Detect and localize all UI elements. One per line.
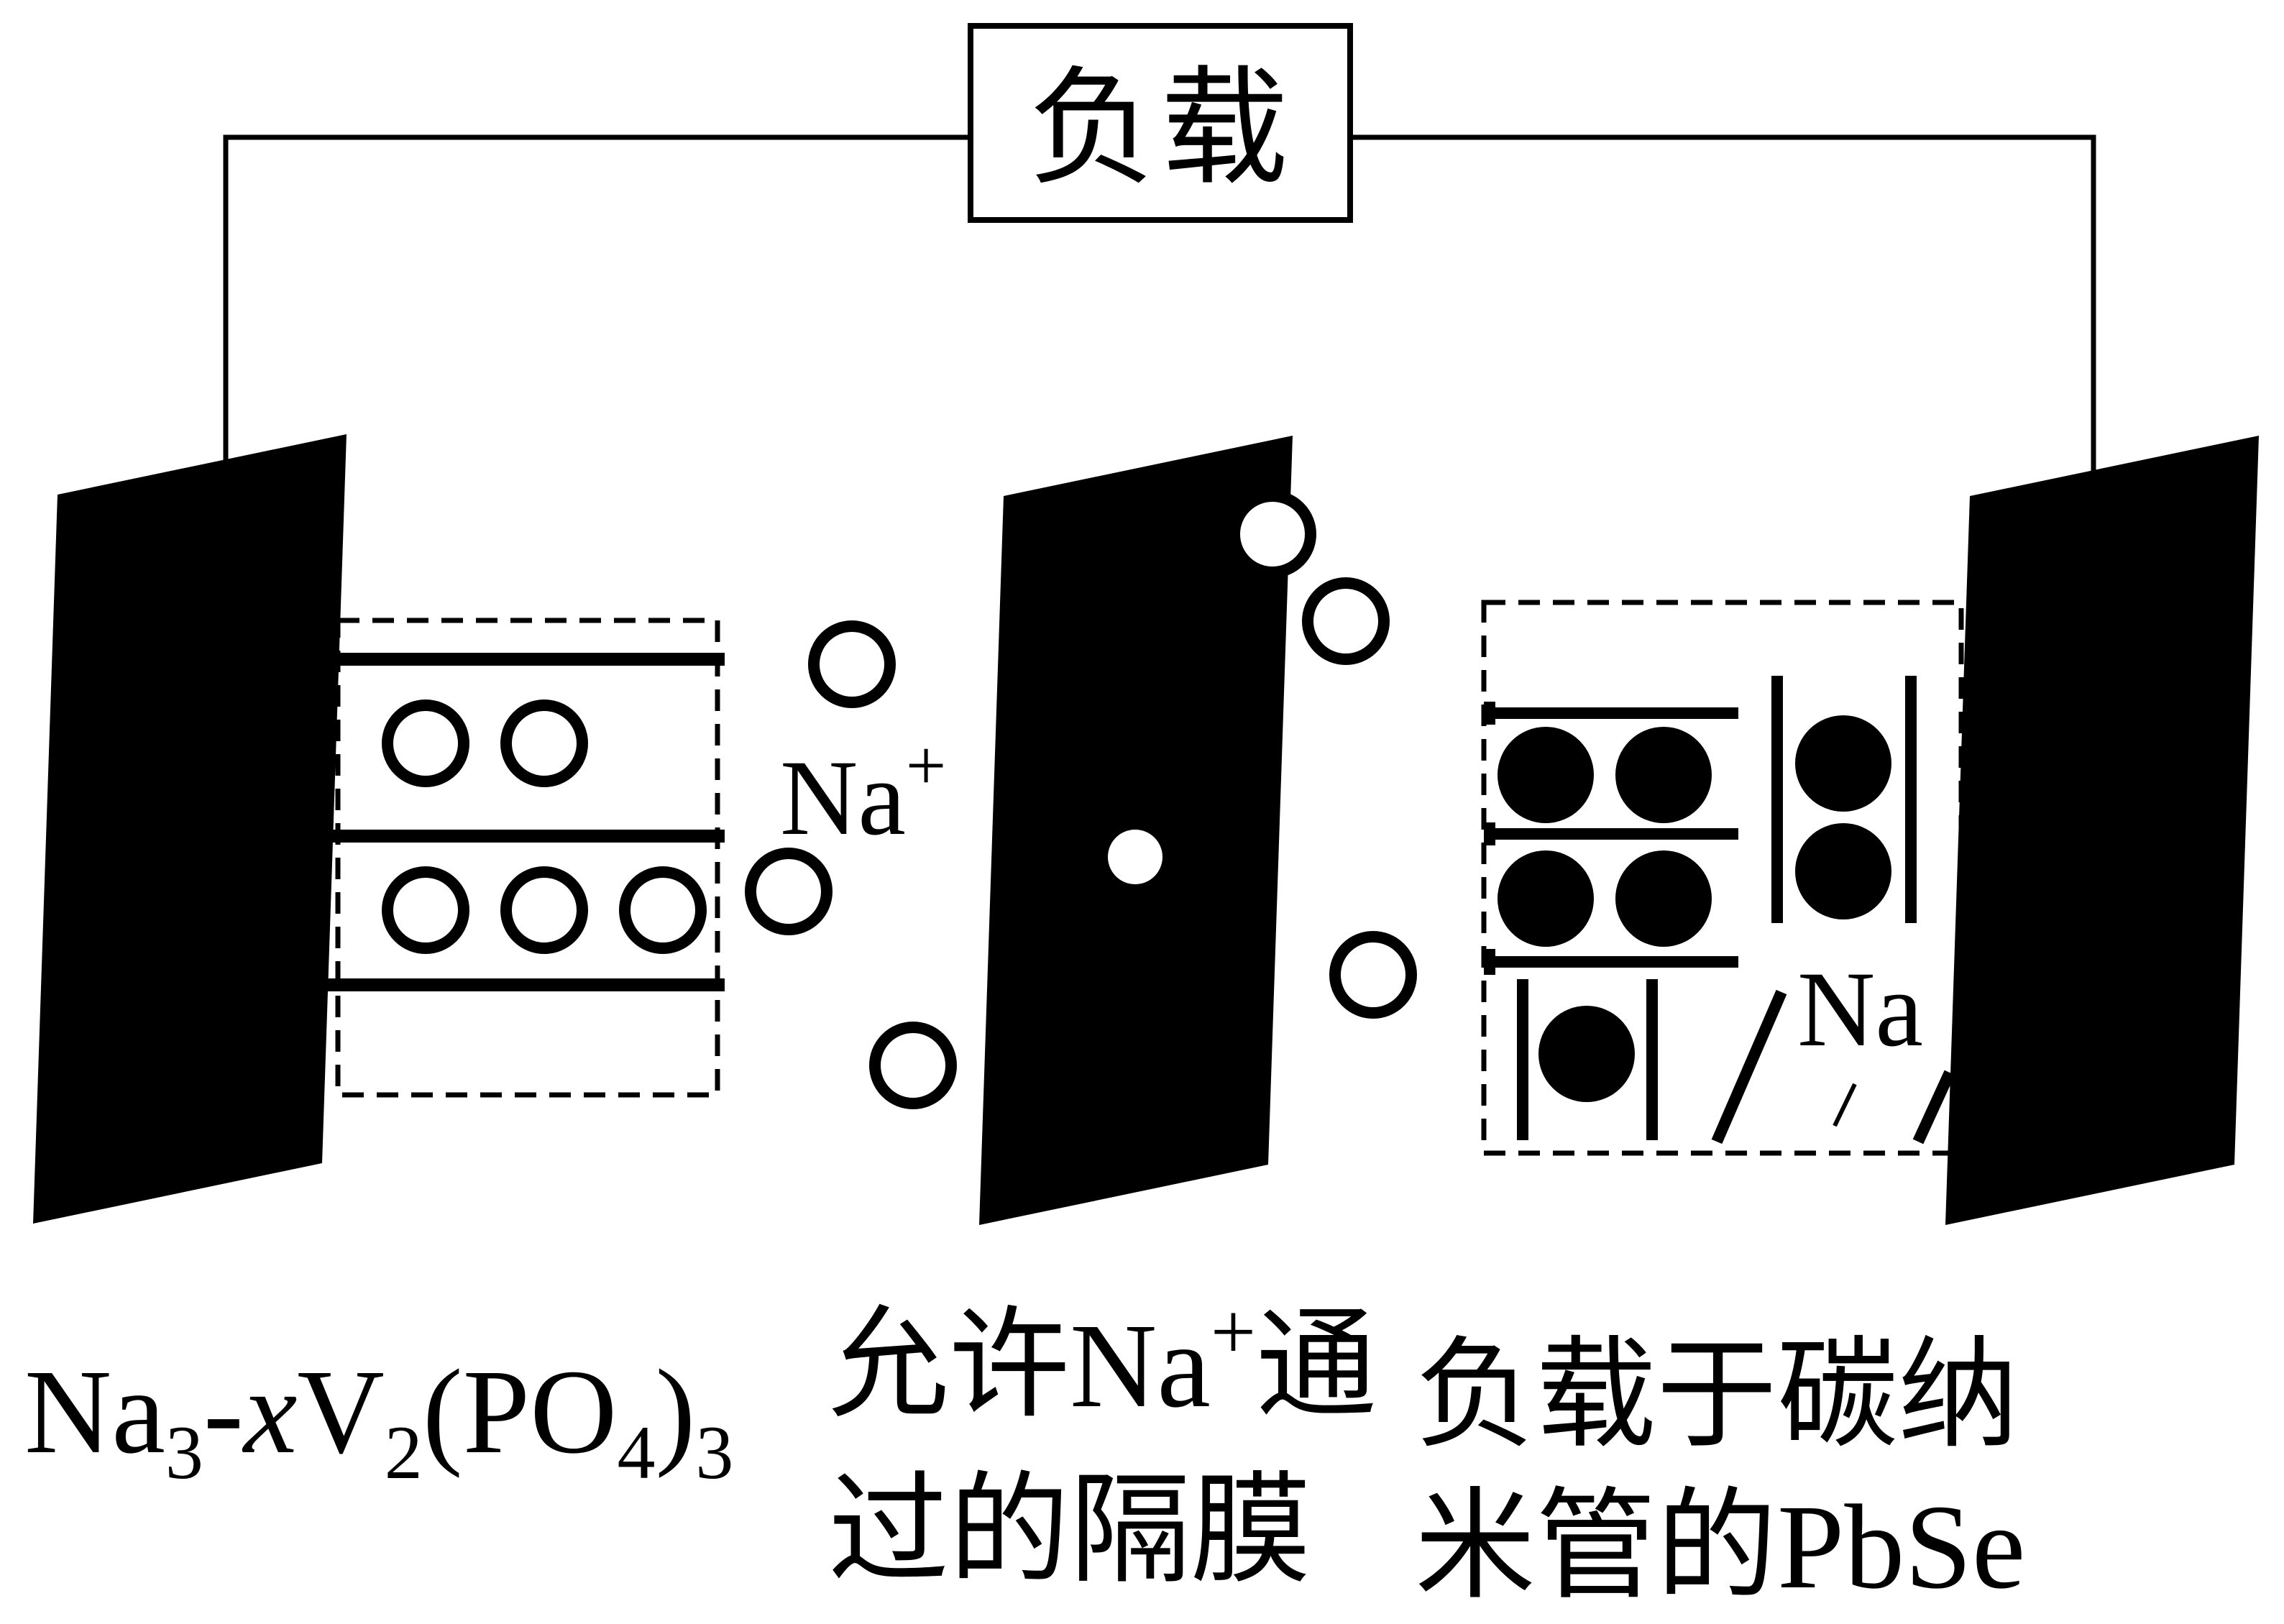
left-dashed-region xyxy=(335,618,720,1098)
pbse-particle-filled xyxy=(1538,1006,1635,1102)
nanotube-fragment xyxy=(1833,1083,1857,1127)
pbse-particle-filled xyxy=(1795,715,1891,812)
na-ion-at-separator xyxy=(1229,490,1316,578)
na-ion-open xyxy=(869,1022,957,1109)
right-electrode xyxy=(1945,436,2259,1225)
circuit-wires xyxy=(223,134,2096,473)
right-electrode-structure: Na xyxy=(1481,600,1964,1156)
left-ions xyxy=(382,699,707,954)
load-box: 负载 xyxy=(968,23,1353,223)
pbse-particle-filled xyxy=(1498,727,1594,823)
na-ion-open xyxy=(382,866,469,954)
left-electrode-structure xyxy=(328,618,725,1098)
nanotube-line xyxy=(1912,1070,1955,1144)
load-label: 负载 xyxy=(1028,58,1293,201)
left-electrode-caption: Na3-xV2(PO4)3 xyxy=(24,1345,733,1495)
separator-caption-line2: 过的隔膜 xyxy=(828,1464,1311,1598)
pbse-particle-filled xyxy=(1795,823,1891,919)
separator-caption-line1: 允许Na+通 xyxy=(828,1288,1377,1433)
na-ion-label-middle: Na+ xyxy=(780,725,946,858)
pbse-particle-filled xyxy=(1615,850,1712,947)
pbse-particles xyxy=(1498,715,1891,1102)
anode-caption-line1: 负载于碳纳 xyxy=(1415,1329,2019,1463)
free-ions-right xyxy=(1302,577,1417,1019)
free-ions-left xyxy=(745,620,957,1109)
nanotube-lines xyxy=(1484,676,1955,1144)
nanotube-line xyxy=(1711,989,1787,1144)
na-ion-open xyxy=(500,699,588,787)
na-ion-open xyxy=(500,866,588,954)
left-electrode xyxy=(33,434,347,1224)
na-ion-label-right: Na xyxy=(1797,950,1923,1069)
na-ion-passing xyxy=(1108,830,1162,884)
na-ion-open xyxy=(1329,931,1417,1019)
left-wire xyxy=(223,134,971,460)
pbse-particle-filled xyxy=(1498,850,1594,947)
load-box-frame xyxy=(968,23,1353,223)
anode-caption-line2: 米管的PbSe xyxy=(1415,1480,2025,1614)
left-layers xyxy=(328,653,725,991)
pbse-particle-filled xyxy=(1615,727,1712,823)
na-ion-open xyxy=(808,620,896,708)
na-ion-open xyxy=(619,866,707,954)
na-ion-open xyxy=(745,848,833,935)
right-wire xyxy=(1350,134,2096,473)
na-ion-open xyxy=(382,699,469,787)
right-dashed-region xyxy=(1481,600,1964,1156)
na-ion-open xyxy=(1302,577,1390,665)
